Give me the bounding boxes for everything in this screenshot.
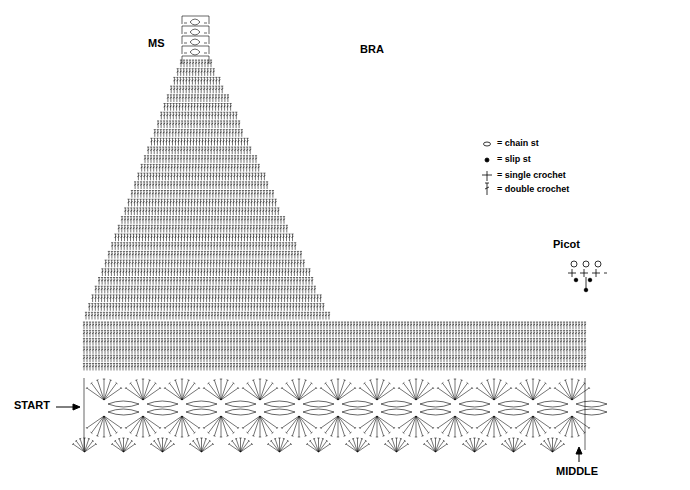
bra-panel-rows: [85, 60, 330, 320]
slip-symbol: [485, 158, 489, 162]
legend-text: = double crochet: [497, 185, 569, 194]
pointer-arrows: [56, 404, 582, 462]
chain-spaces: [84, 378, 607, 450]
picot-symbol: [568, 261, 607, 292]
apex-mesh: [182, 16, 209, 64]
picot-stem: [586, 277, 587, 289]
middle-arrow-head: [576, 447, 582, 454]
chain-symbol: [484, 142, 491, 146]
chart-label: MIDDLE: [556, 466, 598, 477]
single-crochet-symbol: [482, 171, 492, 181]
legend-text: = chain st: [497, 139, 539, 148]
legend-text: = slip st: [497, 155, 531, 164]
picot-sc: [568, 269, 607, 277]
stitch-rows: [72, 16, 607, 452]
picot-chain: [583, 261, 589, 267]
picot-slip: [584, 288, 588, 292]
picot-chain: [571, 261, 577, 267]
start-arrow-head: [73, 404, 80, 410]
chart-label: Picot: [553, 239, 580, 250]
chart-label: BRA: [360, 44, 384, 55]
shell-fans: [72, 379, 590, 452]
legend-text: = single crochet: [497, 171, 566, 180]
start-arrow-line: [56, 407, 74, 408]
band-rows: [83, 322, 586, 371]
picot-slip: [588, 278, 592, 282]
apex-loops: [184, 19, 207, 55]
picot-chain: [595, 261, 601, 267]
chart-label: START: [14, 400, 50, 411]
chart-label: MS: [148, 38, 165, 49]
picot-slip: [574, 278, 578, 282]
legend-symbols: [482, 142, 492, 195]
double-crochet-symbol: [485, 183, 489, 195]
